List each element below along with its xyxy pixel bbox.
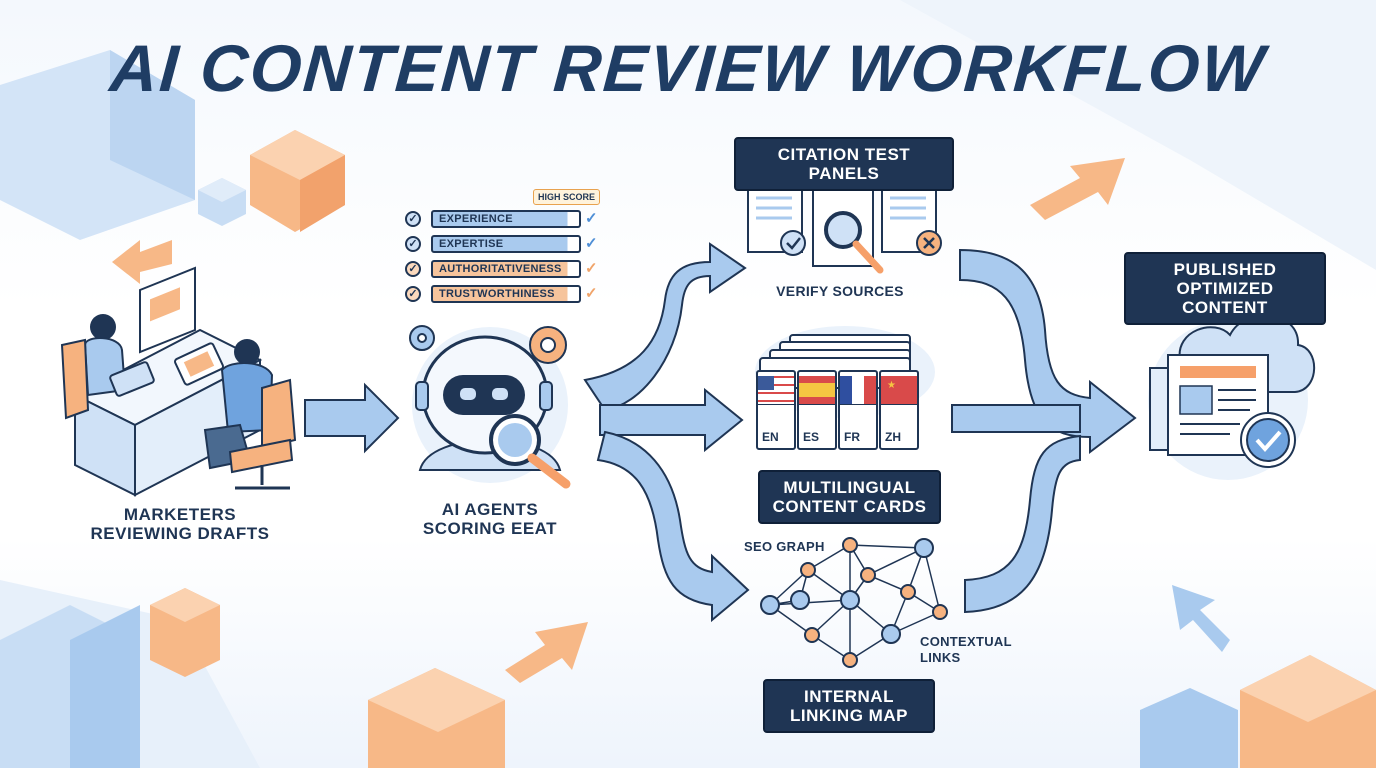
check-circle-icon: ✓	[405, 286, 421, 302]
flag-icon	[758, 376, 794, 405]
flag-icon	[840, 376, 876, 405]
published-label: PUBLISHED OPTIMIZED CONTENT	[1124, 252, 1326, 325]
graph-edge	[867, 547, 925, 576]
check-circle-icon: ✓	[405, 211, 421, 227]
background-panel-topright	[900, 0, 1376, 270]
citation-documents	[747, 181, 942, 274]
eeat-label: AUTHORITATIVENESS	[439, 263, 562, 275]
language-code: EN	[762, 430, 779, 444]
background-cube-orange-topleft	[250, 130, 345, 232]
eeat-label: EXPERTISE	[439, 238, 504, 250]
language-card-en: EN	[756, 370, 796, 450]
checkmark-icon: ✓	[585, 285, 598, 302]
decor-arrow-left-orange	[112, 240, 172, 284]
check-circle-icon: ✓	[405, 236, 421, 252]
merge-arrow-middle	[951, 404, 1081, 433]
graph-node	[881, 624, 901, 644]
marketers-illustration	[60, 266, 297, 497]
background-cube-bottomleft-blue	[0, 605, 140, 768]
flag-icon	[799, 376, 835, 405]
verify-sources-caption: VERIFY SOURCES	[776, 283, 904, 299]
graph-edge	[849, 544, 925, 549]
graph-edge	[923, 547, 941, 613]
graph-edge	[769, 599, 851, 606]
robot-agent-illustration	[409, 325, 571, 489]
internal-linking-label: INTERNAL LINKING MAP	[763, 679, 935, 733]
seo-graph	[760, 537, 948, 668]
checkmark-icon: ✓	[585, 260, 598, 277]
graph-node	[842, 537, 858, 553]
marketers-label: MARKETERS REVIEWING DRAFTS	[90, 505, 270, 543]
background-cube-topleft	[0, 50, 195, 240]
published-illustration	[1148, 314, 1316, 480]
graph-node	[840, 590, 860, 610]
graph-node	[932, 604, 948, 620]
language-card-fr: FR	[838, 370, 878, 450]
graph-edge	[807, 544, 851, 571]
language-code: ES	[803, 430, 820, 444]
language-card-zh: ★ ZH	[879, 370, 919, 450]
high-score-badge: HIGH SCORE	[533, 189, 601, 205]
multilingual-label: MULTILINGUAL CONTENT CARDS	[758, 470, 941, 524]
eeat-label: EXPERIENCE	[439, 213, 513, 225]
eeat-score-bar: TRUSTWORTHINESS	[431, 285, 581, 303]
graph-node	[790, 590, 810, 610]
merge-arrow-bottom	[964, 434, 1081, 614]
branch-arrow-bottom	[596, 430, 750, 623]
eeat-row-authoritativeness: ✓ AUTHORITATIVENESS ✓	[405, 260, 598, 280]
merge-arrow-top	[959, 248, 1137, 455]
svg-text:★: ★	[887, 380, 896, 391]
eeat-score-bar: EXPERIENCE	[431, 210, 581, 228]
flag-icon: ★	[881, 376, 917, 405]
background-cube-small-blue	[198, 178, 246, 226]
check-circle-icon: ✓	[405, 261, 421, 277]
eeat-row-experience: ✓ EXPERIENCE ✓	[405, 210, 598, 230]
eeat-label: TRUSTWORTHINESS	[439, 288, 555, 300]
checkmark-icon: ✓	[585, 210, 598, 227]
language-card-es: ES	[797, 370, 837, 450]
decor-arrow-upright-orange	[1030, 158, 1125, 220]
background-cube-bottomleft-orange	[150, 588, 220, 677]
graph-node	[900, 584, 916, 600]
page-title: AI CONTENT REVIEW WORKFLOW	[107, 31, 1269, 105]
graph-node	[800, 562, 816, 578]
branch-arrow-top	[583, 242, 747, 412]
background-cube-bottom-center-orange	[368, 668, 505, 768]
checkmark-icon: ✓	[585, 235, 598, 252]
seo-graph-label: SEO GRAPH	[744, 539, 825, 554]
eeat-score-bar: AUTHORITATIVENESS	[431, 260, 581, 278]
language-code: ZH	[885, 430, 901, 444]
graph-node	[914, 538, 934, 558]
flow-arrow-1	[304, 382, 400, 454]
graph-node	[842, 652, 858, 668]
decor-arrow-upleft-blue	[1172, 585, 1230, 652]
agents-label: AI AGENTS SCORING EEAT	[422, 500, 558, 538]
citation-panel-label: CITATION TEST PANELS	[734, 137, 954, 191]
graph-node	[804, 627, 820, 643]
decor-arrow-upright-orange-bottom	[505, 622, 588, 683]
contextual-links-label: CONTEXTUAL LINKS	[920, 634, 1012, 665]
background-cube-bottomright	[1140, 655, 1376, 768]
graph-node	[860, 567, 876, 583]
graph-node	[760, 595, 780, 615]
eeat-row-expertise: ✓ EXPERTISE ✓	[405, 235, 598, 255]
eeat-row-trustworthiness: ✓ TRUSTWORTHINESS ✓	[405, 285, 598, 305]
eeat-score-bar: EXPERTISE	[431, 235, 581, 253]
language-code: FR	[844, 430, 860, 444]
